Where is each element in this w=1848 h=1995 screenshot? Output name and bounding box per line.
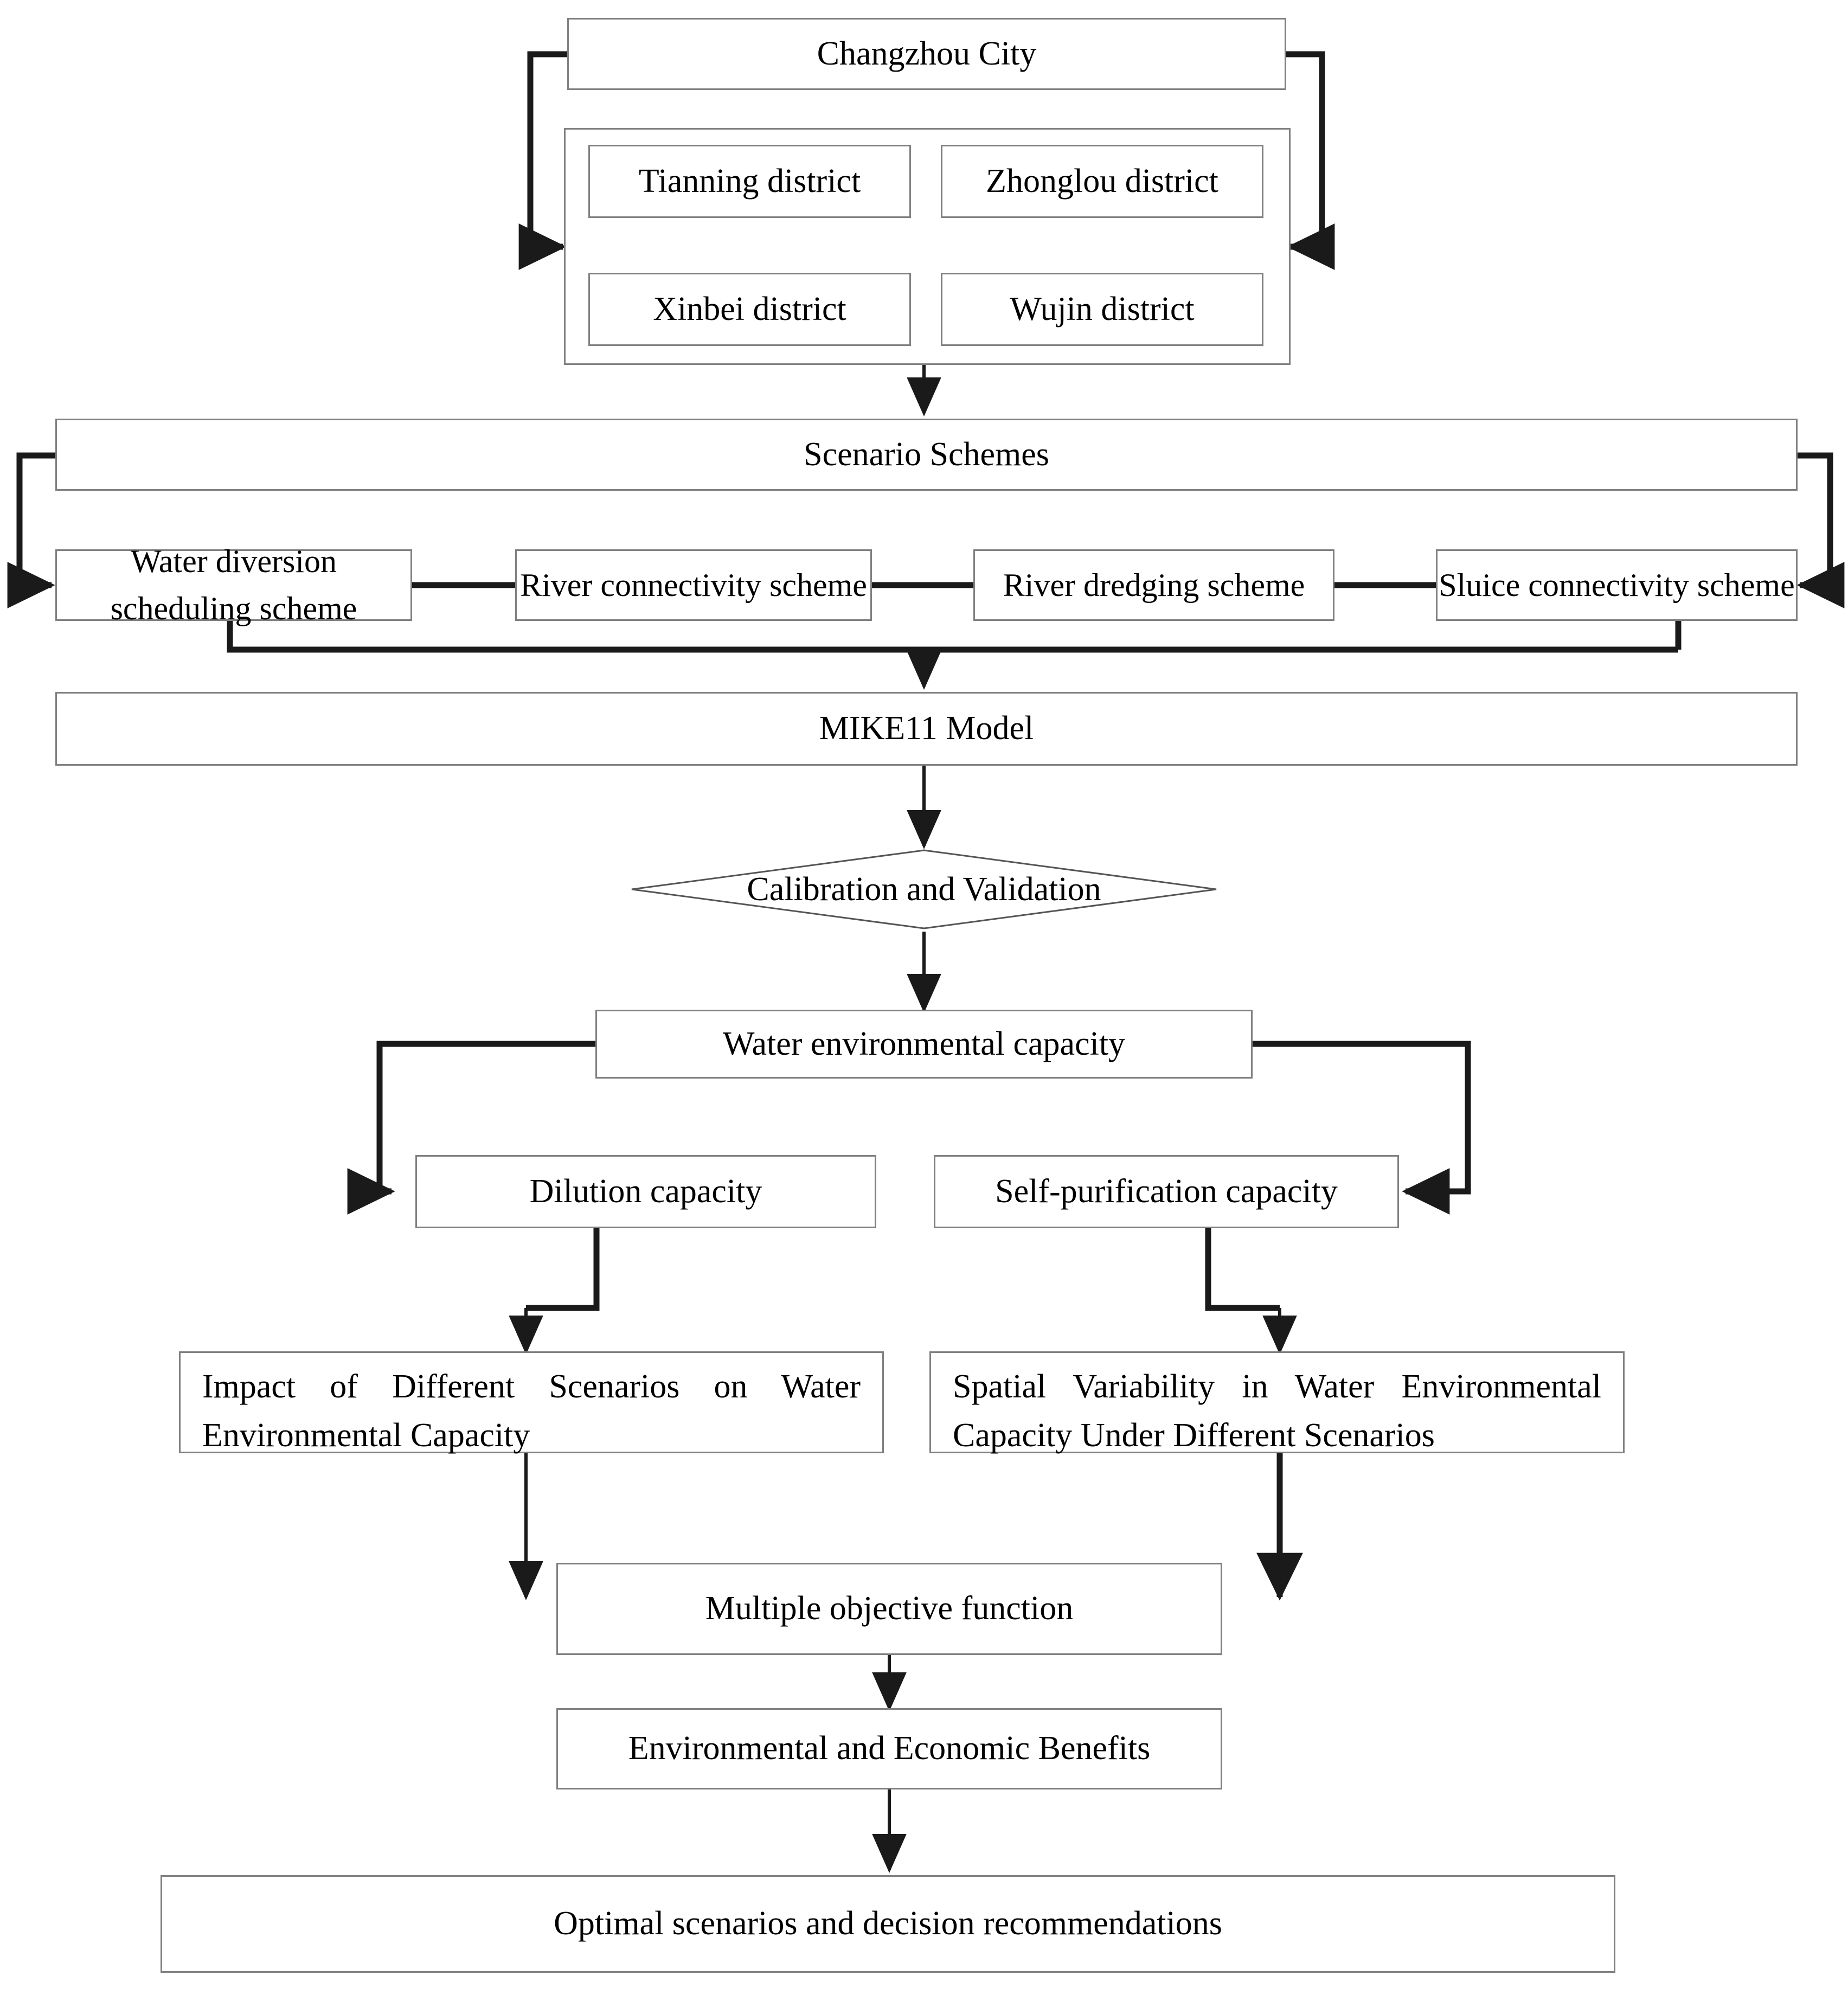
- node-wujin-district-label: Wujin district: [1010, 290, 1195, 328]
- node-scenario-schemes[interactable]: Scenario Schemes: [55, 419, 1798, 491]
- node-water-environmental-capacity[interactable]: Water environmental capacity: [595, 1010, 1253, 1079]
- node-river-dredging-scheme[interactable]: River dredging scheme: [973, 549, 1334, 621]
- node-mike11-model-label: MIKE11 Model: [819, 710, 1034, 747]
- link-city-right: [1286, 51, 1335, 270]
- link-scenario-left: [7, 452, 55, 608]
- link-scenario-right: [1796, 452, 1845, 608]
- node-sluice-connectivity-scheme-label: Sluice connectivity scheme: [1439, 567, 1795, 603]
- node-water-diversion-scheme-label: Water diversion scheduling scheme: [110, 543, 357, 626]
- node-spatial-variability-label: Spatial Variability in Water Environment…: [953, 1368, 1601, 1454]
- node-environmental-economic-benefits-label: Environmental and Economic Benefits: [628, 1730, 1151, 1767]
- node-multiple-objective-function[interactable]: Multiple objective function: [556, 1563, 1222, 1655]
- node-calibration-validation-label: Calibration and Validation: [747, 870, 1101, 908]
- node-self-purification-capacity[interactable]: Self-purification capacity: [934, 1155, 1399, 1228]
- node-optimal-scenarios-label: Optimal scenarios and decision recommend…: [554, 1905, 1222, 1942]
- node-xinbei-district[interactable]: Xinbei district: [588, 273, 911, 346]
- node-optimal-scenarios[interactable]: Optimal scenarios and decision recommend…: [161, 1875, 1615, 1973]
- node-water-diversion-scheme[interactable]: Water diversion scheduling scheme: [55, 543, 412, 626]
- node-calibration-validation[interactable]: Calibration and Validation: [632, 850, 1216, 928]
- link-dilution-impact-seg: [526, 1228, 600, 1311]
- node-multiple-objective-function-label: Multiple objective function: [705, 1590, 1074, 1627]
- node-dilution-capacity-label: Dilution capacity: [529, 1172, 762, 1210]
- node-environmental-economic-benefits[interactable]: Environmental and Economic Benefits: [556, 1708, 1222, 1789]
- node-river-connectivity-scheme-label: River connectivity scheme: [520, 567, 867, 603]
- node-tianning-district-label: Tianning district: [638, 162, 861, 200]
- node-river-connectivity-scheme[interactable]: River connectivity scheme: [515, 549, 872, 621]
- node-wujin-district[interactable]: Wujin district: [941, 273, 1263, 346]
- node-zhonglou-district-label: Zhonglou district: [986, 162, 1218, 200]
- node-impact-scenarios[interactable]: Impact of Different Scenarios on Water E…: [179, 1351, 884, 1454]
- link-city-left: [518, 51, 567, 270]
- node-scenario-schemes-label: Scenario Schemes: [804, 435, 1049, 473]
- link-selfpurification-spatial-seg: [1205, 1228, 1280, 1311]
- link-scheme-bus-left: [227, 621, 1678, 653]
- node-zhonglou-district[interactable]: Zhonglou district: [941, 145, 1263, 218]
- node-xinbei-district-label: Xinbei district: [653, 290, 846, 328]
- node-changzhou-city[interactable]: Changzhou City: [567, 18, 1286, 90]
- node-mike11-model[interactable]: MIKE11 Model: [55, 692, 1798, 766]
- node-dilution-capacity[interactable]: Dilution capacity: [415, 1155, 876, 1228]
- node-water-environmental-capacity-label: Water environmental capacity: [722, 1025, 1126, 1062]
- node-river-dredging-scheme-label: River dredging scheme: [1003, 567, 1305, 603]
- node-sluice-connectivity-scheme[interactable]: Sluice connectivity scheme: [1436, 549, 1798, 621]
- node-impact-scenarios-label: Impact of Different Scenarios on Water E…: [202, 1368, 861, 1454]
- node-changzhou-city-label: Changzhou City: [817, 35, 1037, 72]
- node-spatial-variability[interactable]: Spatial Variability in Water Environment…: [929, 1351, 1625, 1454]
- node-tianning-district[interactable]: Tianning district: [588, 145, 911, 218]
- node-self-purification-capacity-label: Self-purification capacity: [995, 1172, 1338, 1210]
